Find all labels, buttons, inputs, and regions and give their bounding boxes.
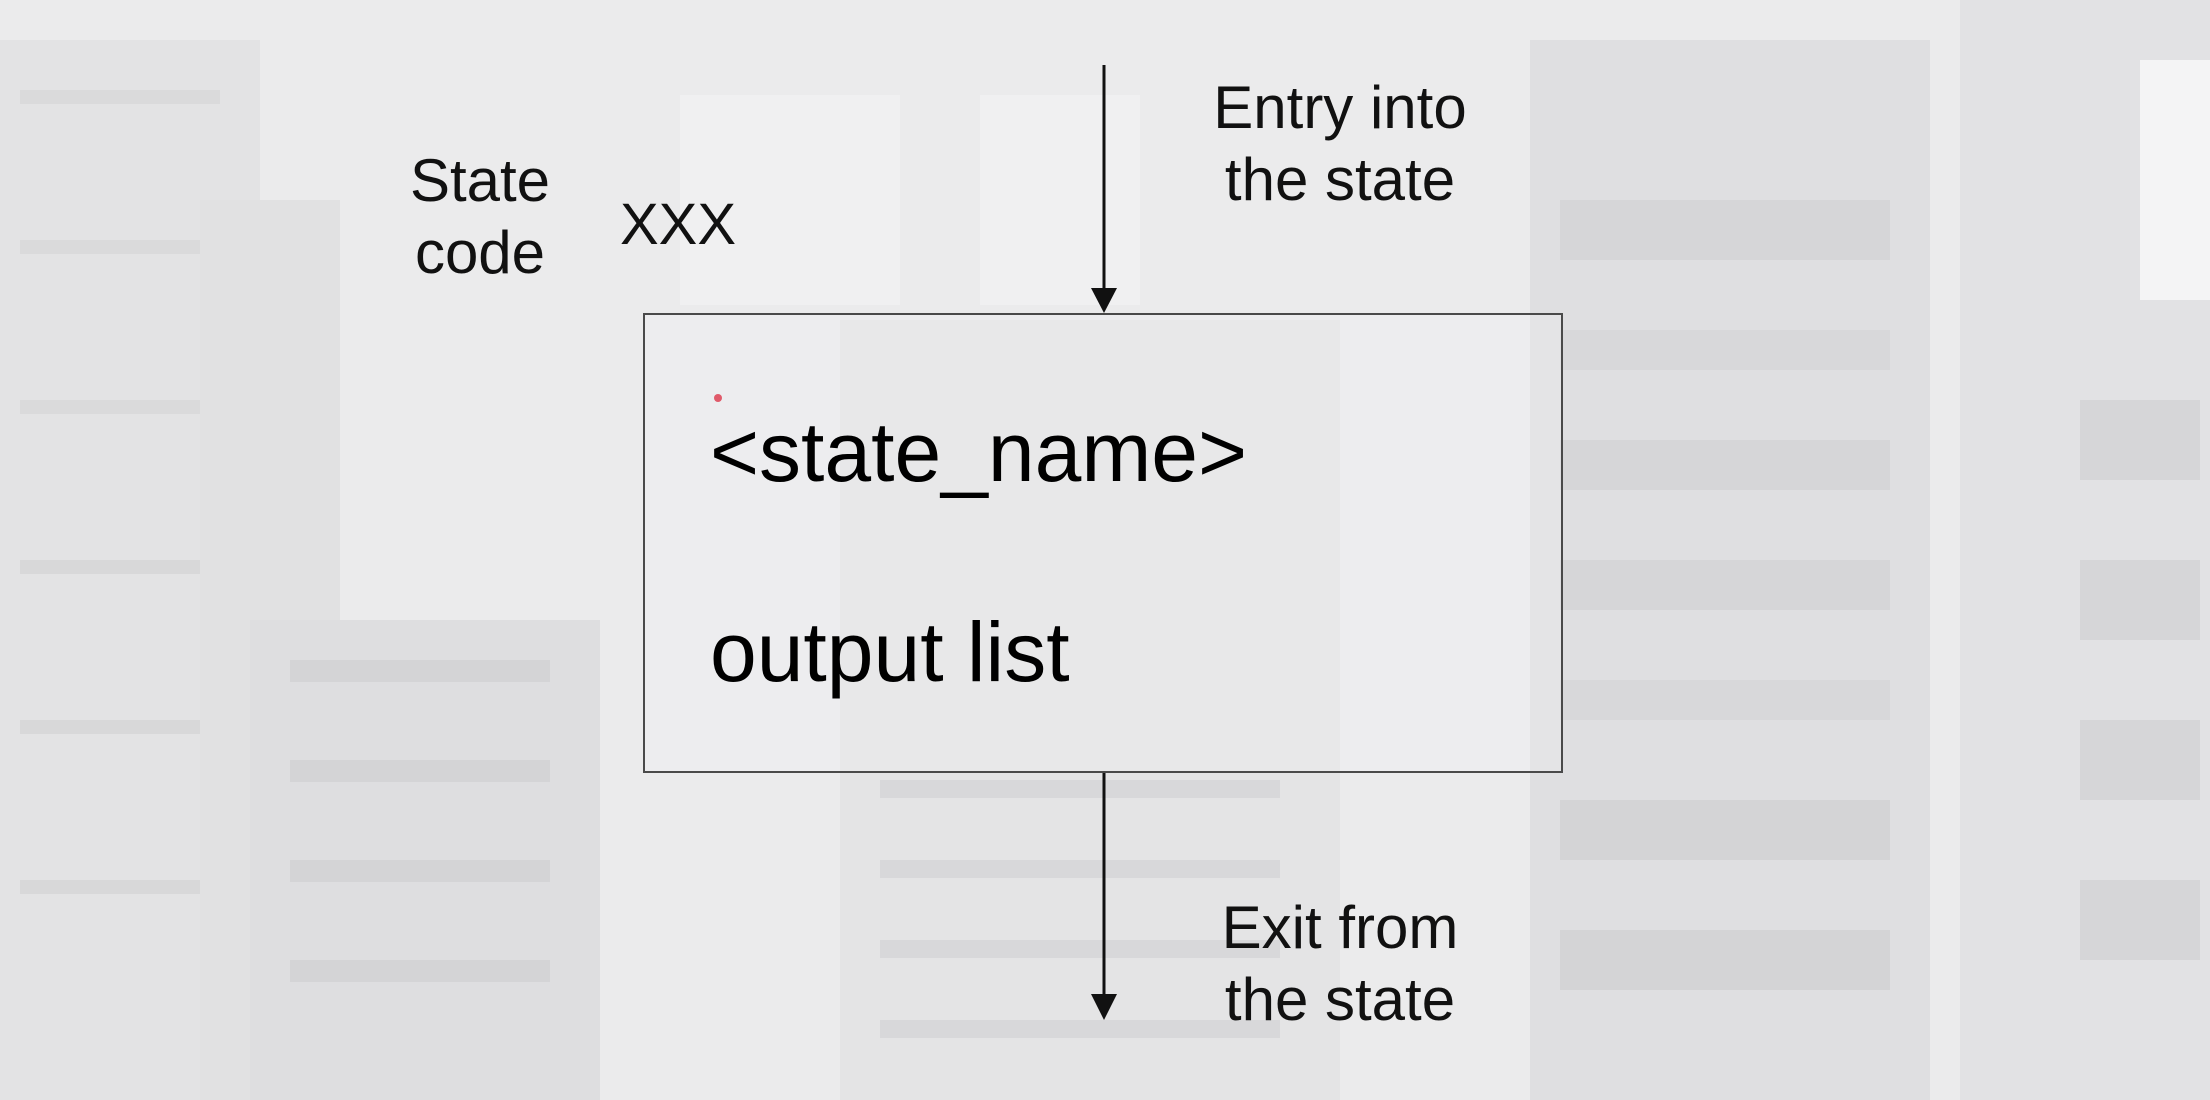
- state-box: <state_name> output list: [643, 313, 1563, 773]
- state-code-value: XXX: [620, 192, 737, 257]
- entry-label: Entry into the state: [1213, 74, 1467, 213]
- state-code-label: State code: [409, 147, 551, 286]
- output-list: output list: [710, 605, 1070, 699]
- exit-label: Exit from the state: [1221, 894, 1459, 1033]
- state-name: <state_name>: [710, 405, 1248, 499]
